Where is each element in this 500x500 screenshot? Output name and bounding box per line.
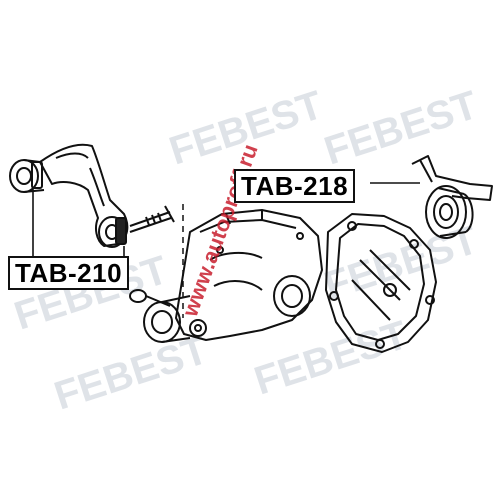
watermark-text: FEBEST [319, 83, 483, 174]
febest-watermark: FEBEST FEBEST FEBEST FEBEST FEBEST FEBES… [9, 83, 483, 419]
differential-cover-part [325, 213, 437, 353]
tab-210-arm-part [9, 143, 175, 248]
tab-210-leader-lines [32, 188, 125, 256]
watermark-text: FEBEST [49, 328, 213, 419]
tab-218-bearing-part [411, 155, 493, 239]
part-label-tab-210: TAB-210 [8, 256, 130, 290]
part-label-tab-218: TAB-218 [234, 169, 356, 203]
differential-housing-part [129, 209, 323, 343]
